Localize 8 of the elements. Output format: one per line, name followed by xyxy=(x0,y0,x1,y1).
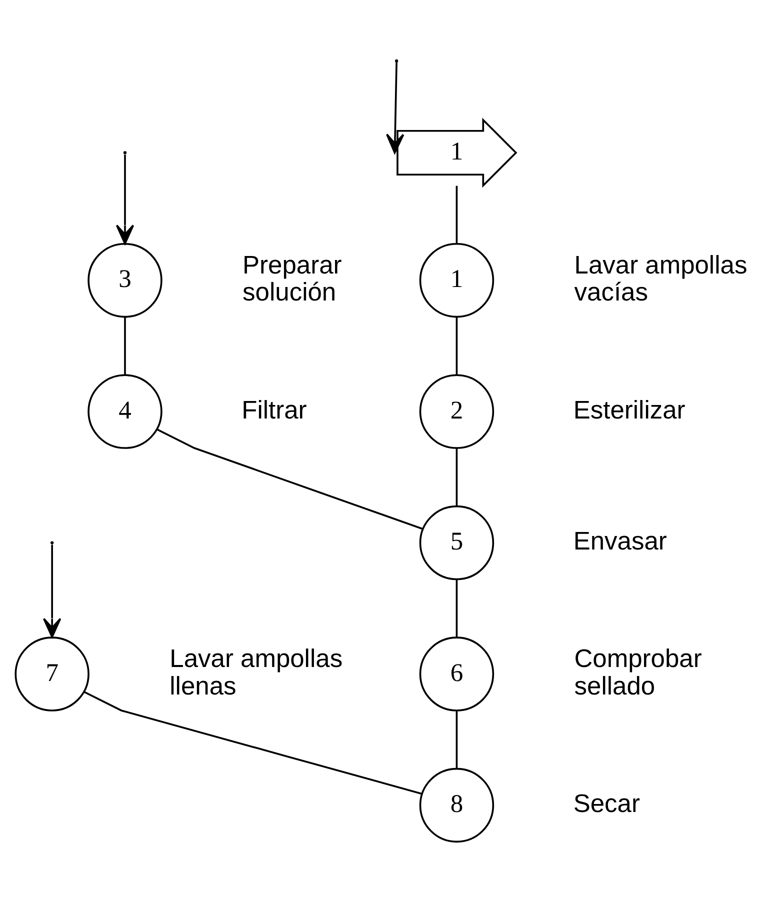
node-label: Secar xyxy=(573,790,640,818)
node-label: Filtrar xyxy=(242,396,307,424)
node-label: Preparar solución xyxy=(242,250,342,306)
node-label: Envasar xyxy=(573,527,667,556)
node-label: Lavar ampollas llenas xyxy=(170,644,343,700)
node-label: Comprobar sellado xyxy=(574,644,702,700)
node-label: Lavar ampollas vacías xyxy=(574,250,748,306)
node-label: Esterilizar xyxy=(573,396,686,424)
